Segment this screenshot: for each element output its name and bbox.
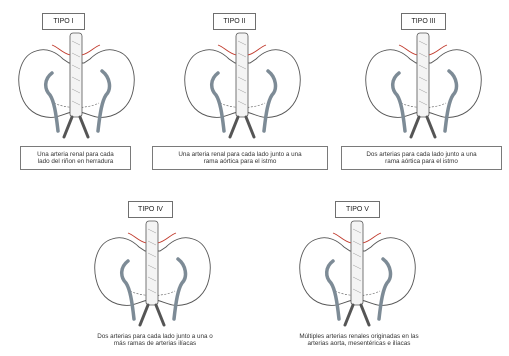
caption-line: arterias aorta, mesentéricas e ilíacas	[279, 340, 439, 347]
caption-line: rama aórtica para el istmo	[204, 158, 277, 165]
iliac-right-icon	[80, 117, 88, 137]
horseshoe-kidney-illustration	[90, 221, 215, 329]
caption-line: Múltiples arterias renales originadas en…	[279, 333, 439, 340]
caption-line: más ramas de arterias ilíacas	[80, 340, 230, 347]
aorta-icon	[351, 221, 363, 305]
caption-line: rama aórtica para el istmo	[385, 158, 458, 165]
panel-caption: Una arteria renal para cada lado del riñ…	[20, 146, 131, 170]
aorta-icon	[236, 33, 248, 117]
panel-title: TIPO III	[401, 13, 446, 30]
panel-caption: Dos arterias para cada lado junto a una …	[80, 333, 230, 347]
panel-caption: Dos arterias para cada lado junto a una …	[341, 146, 502, 170]
iliac-left-icon	[411, 117, 419, 137]
iliac-left-icon	[230, 117, 238, 137]
iliac-right-icon	[361, 305, 369, 325]
panel-title: TIPO V	[335, 201, 380, 218]
panel-title: TIPO II	[213, 13, 256, 30]
caption-line: Una arteria renal para cada lado junto a…	[178, 151, 301, 158]
iliac-right-icon	[246, 117, 254, 137]
iliac-right-icon	[427, 117, 435, 137]
horseshoe-kidney-illustration	[295, 221, 420, 329]
iliac-right-icon	[156, 305, 164, 325]
panel-caption: Múltiples arterias renales originadas en…	[279, 333, 439, 347]
iliac-left-icon	[345, 305, 353, 325]
caption-line: Una arteria renal para cada	[37, 151, 114, 158]
caption-line: Dos arterias para cada lado junto a una …	[80, 333, 230, 340]
iliac-left-icon	[140, 305, 148, 325]
iliac-left-icon	[64, 117, 72, 137]
panel-title: TIPO IV	[128, 201, 173, 218]
horseshoe-kidney-illustration	[14, 33, 139, 141]
caption-line: lado del riñon en herradura	[38, 158, 114, 165]
aorta-icon	[146, 221, 158, 305]
horseshoe-kidney-illustration	[361, 33, 486, 141]
horseshoe-kidney-illustration	[180, 33, 305, 141]
panel-title: TIPO I	[42, 13, 85, 30]
panel-caption: Una arteria renal para cada lado junto a…	[152, 146, 328, 170]
aorta-icon	[417, 33, 429, 117]
caption-line: Dos arterias para cada lado junto a una	[366, 151, 476, 158]
aorta-icon	[70, 33, 82, 117]
